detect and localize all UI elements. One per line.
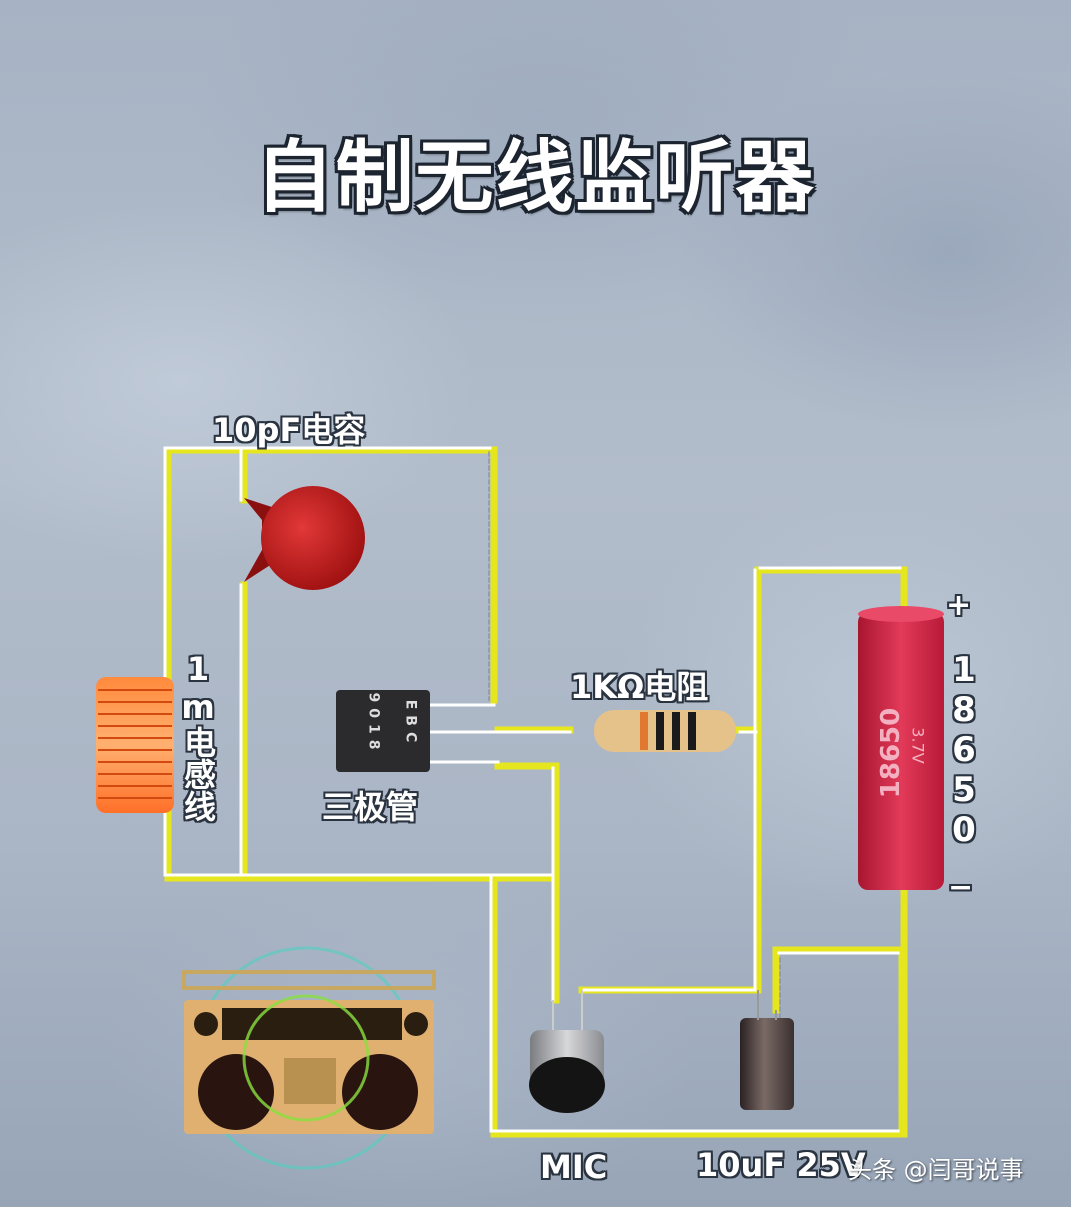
transistor-marking: 9018 xyxy=(365,692,382,756)
battery-18650-icon xyxy=(858,606,944,890)
diagram-title: 自制无线监听器 xyxy=(255,133,816,223)
electrolytic-capacitor-icon xyxy=(740,990,794,1110)
battery-voltage: 3.7V xyxy=(908,727,928,764)
battery-minus: − xyxy=(948,870,974,905)
capacitor-10pf-label: 10pF电容 xyxy=(212,411,366,449)
transistor-icon xyxy=(336,690,430,772)
inductor-coil-icon xyxy=(96,677,174,813)
microphone-label: MIC xyxy=(540,1148,608,1186)
battery-plus: + xyxy=(946,588,972,623)
transistor-label: 三极管 xyxy=(322,788,419,826)
watermark: 头条 @闫哥说事 xyxy=(848,1156,1024,1184)
resistor-icon xyxy=(594,710,736,752)
electrolytic-capacitor-label: 10uF 25V xyxy=(696,1146,866,1184)
transistor-pins: EBC xyxy=(402,699,419,749)
resistor-label: 1KΩ电阻 xyxy=(570,668,709,706)
boombox-radio-icon xyxy=(182,946,436,1170)
capacitor-10pf-icon xyxy=(244,486,365,590)
microphone-icon xyxy=(529,990,605,1113)
battery-body-text: 18650 xyxy=(876,707,907,799)
battery-label: 18650 xyxy=(944,650,984,850)
inductor-label: 1m电感线 xyxy=(179,650,217,822)
